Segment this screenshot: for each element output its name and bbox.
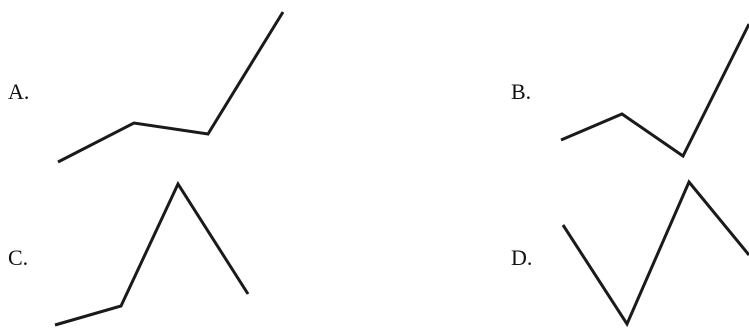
option-b-label: B. bbox=[511, 79, 532, 104]
option-a-label: A. bbox=[8, 79, 30, 104]
option-c-polyline bbox=[54, 180, 250, 327]
option-a-polyline bbox=[57, 11, 285, 164]
option-d-label: D. bbox=[511, 245, 533, 270]
option-b-polyline bbox=[560, 23, 749, 159]
option-c-label: C. bbox=[8, 245, 29, 270]
option-d-polyline bbox=[561, 179, 749, 328]
